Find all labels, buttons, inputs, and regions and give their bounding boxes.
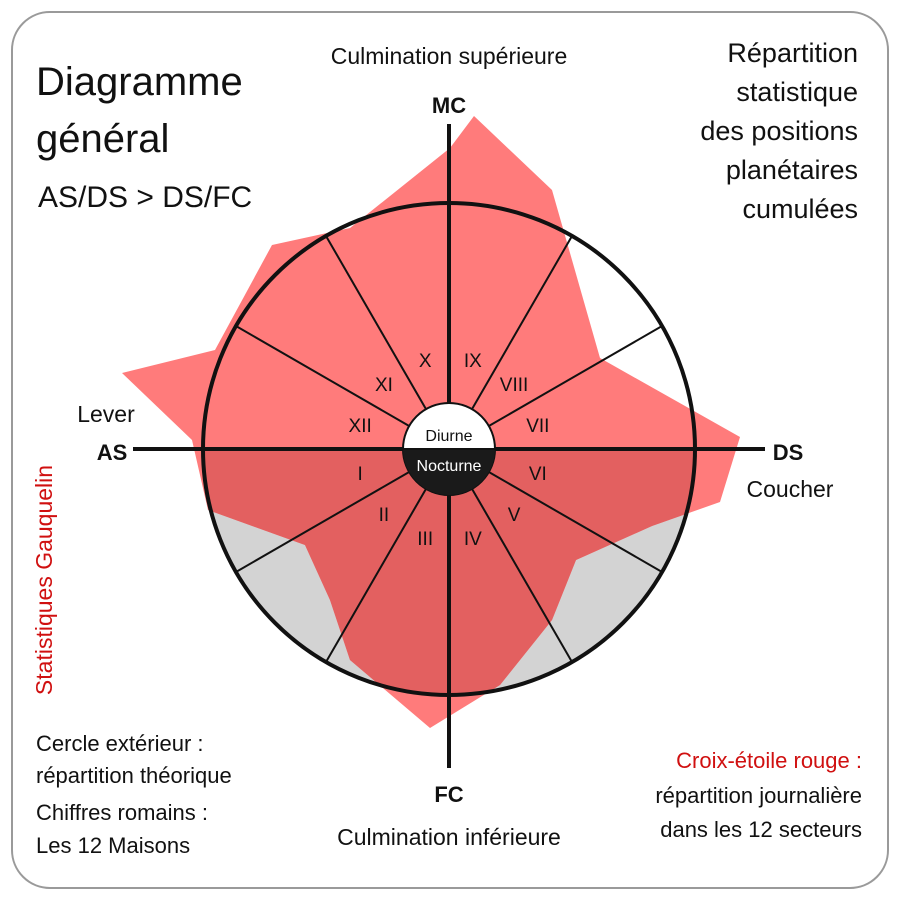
house-numeral: I — [357, 464, 362, 485]
sector-divider — [325, 488, 427, 663]
fc-caption: Culmination inférieure — [337, 824, 561, 850]
center-label-night: Nocturne — [417, 458, 482, 475]
sector-divider — [325, 235, 427, 410]
as-label: AS — [97, 440, 128, 465]
sector-divider — [235, 325, 410, 427]
as-caption: Lever — [77, 401, 135, 427]
sector-divider — [488, 325, 663, 427]
house-numeral: V — [508, 505, 521, 526]
legend-circle-1: Cercle extérieur : — [36, 731, 204, 756]
mc-caption: Culmination supérieure — [331, 43, 568, 69]
sector-divider — [488, 471, 663, 573]
description-line: Répartition — [727, 38, 858, 68]
center-label-day: Diurne — [425, 428, 472, 445]
legend-star-1: Croix-étoile rouge : — [676, 748, 862, 773]
sector-dividers — [235, 235, 663, 663]
description-line: cumulées — [742, 194, 858, 224]
ds-caption: Coucher — [747, 476, 834, 502]
title-subtitle: AS/DS > DS/FC — [38, 181, 252, 214]
house-numeral: X — [419, 351, 432, 372]
mc-label: MC — [432, 93, 466, 118]
legend-star-3: dans les 12 secteurs — [660, 817, 862, 842]
house-numeral: XI — [375, 375, 393, 396]
house-numeral: VI — [529, 464, 547, 485]
center-disc: Diurne Nocturne — [402, 402, 496, 496]
sector-divider — [235, 471, 410, 573]
legend-roman-1: Chiffres romains : — [36, 800, 208, 825]
house-numeral: VIII — [500, 375, 529, 396]
description-line: planétaires — [726, 155, 858, 185]
legend-roman-2: Les 12 Maisons — [36, 833, 190, 858]
legend-star-2: répartition journalière — [655, 783, 862, 808]
title-line-1: Diagramme — [36, 60, 243, 104]
description: Répartition statistique des positions pl… — [700, 38, 858, 224]
description-line: statistique — [736, 77, 858, 107]
title-line-2: général — [36, 117, 169, 161]
house-numeral: XII — [349, 416, 372, 437]
legend-circle-2: répartition théorique — [36, 763, 232, 788]
house-numeral: IX — [464, 351, 482, 372]
sector-divider — [471, 235, 573, 410]
ds-label: DS — [773, 440, 804, 465]
side-label: Statistiques Gauquelin — [31, 465, 57, 695]
house-numeral: II — [379, 505, 390, 526]
house-numeral: III — [417, 529, 433, 550]
sector-divider — [471, 488, 573, 663]
house-numeral: VII — [526, 416, 549, 437]
description-line: des positions — [700, 116, 858, 146]
house-numeral: IV — [464, 529, 482, 550]
fc-label: FC — [434, 782, 463, 807]
